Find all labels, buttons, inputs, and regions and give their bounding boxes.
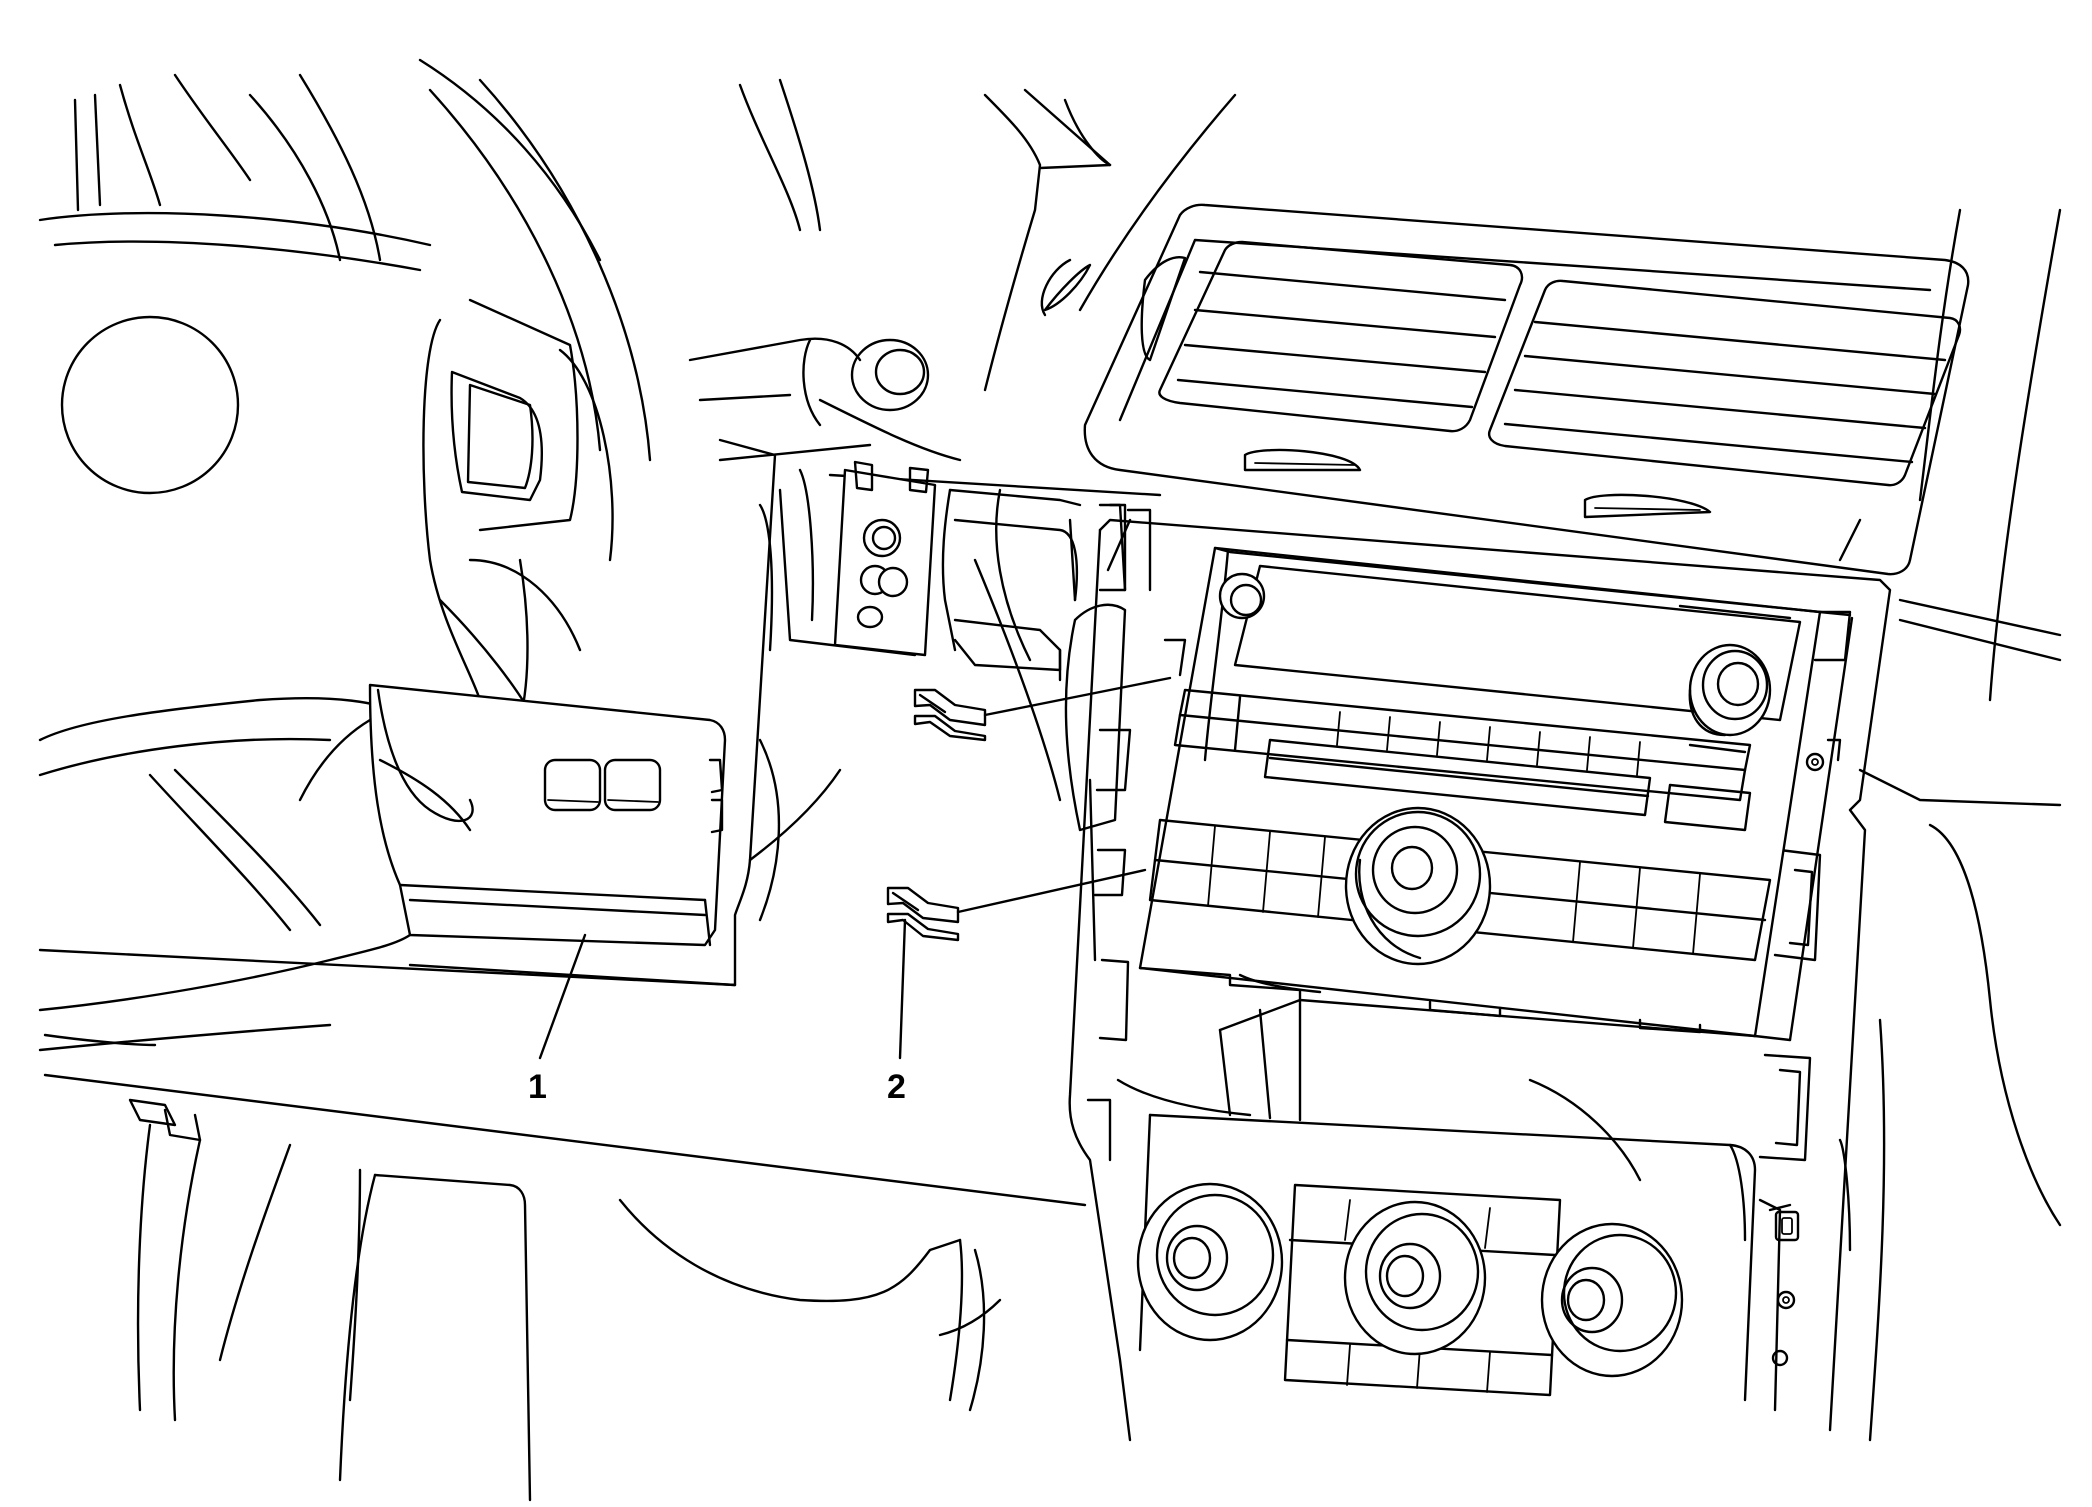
leader-line-1 (538, 933, 587, 1060)
turn-signal-stalk (688, 78, 962, 462)
steering-wheel (38, 58, 781, 1052)
cluster-hood (983, 88, 2062, 702)
center-air-vents (1083, 203, 1970, 576)
leader-lines (538, 676, 1172, 1060)
hvac-control-panel (1136, 1182, 1684, 1397)
retaining-clip-upper (913, 688, 987, 742)
leader-line-2a (983, 676, 1172, 717)
leader-line-2-stem (898, 918, 907, 1060)
radio-head-unit (1138, 546, 1854, 1042)
knee-bolster-switch-panel (38, 438, 842, 987)
leader-line-2b (956, 868, 1147, 914)
retaining-clip-lower (886, 886, 960, 942)
lower-dash (43, 1033, 1087, 1502)
headlamp-switch-bracket (778, 460, 1187, 832)
callout-2: 2 (887, 1068, 906, 1106)
callout-1: 1 (528, 1068, 547, 1106)
